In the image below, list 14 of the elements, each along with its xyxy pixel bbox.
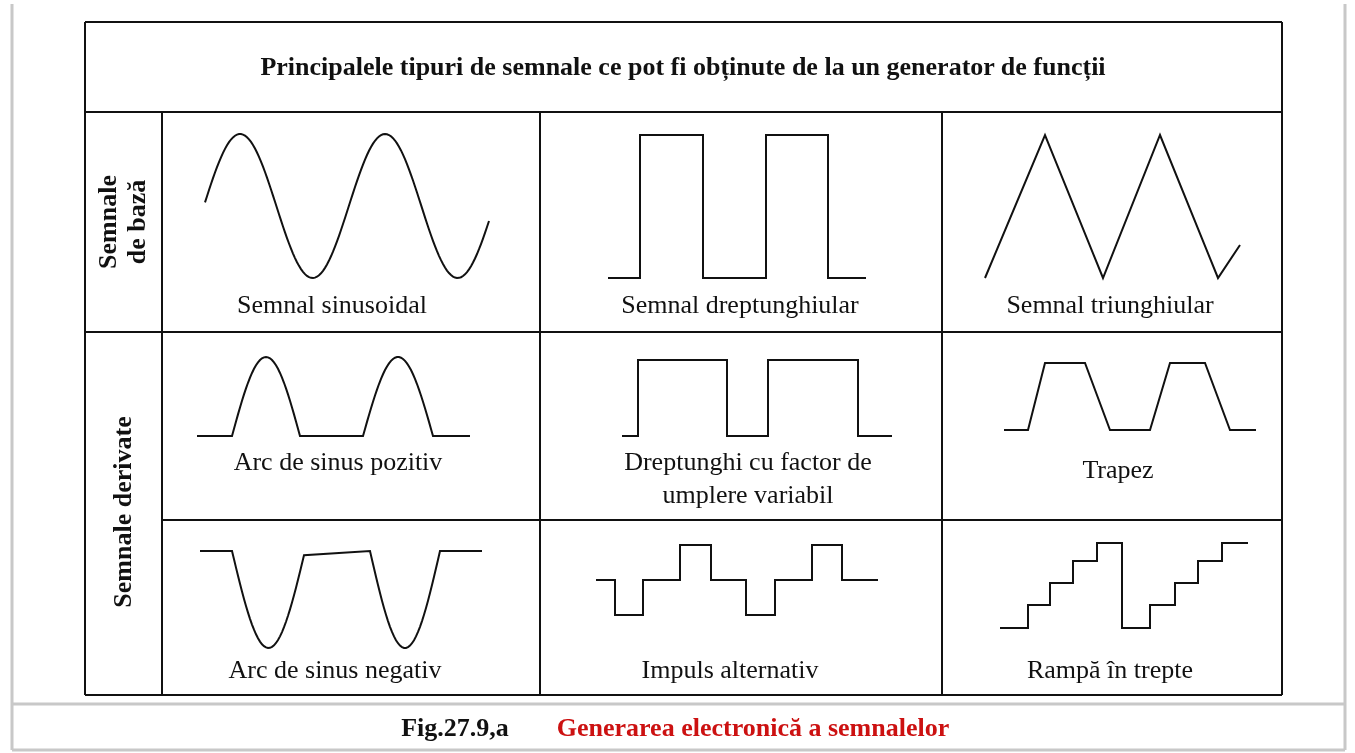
row-heading: Semnale de bază (94, 174, 152, 271)
signal-name: Dreptunghi cu factor de umplere variabil (623, 445, 873, 510)
figure-number: Fig.27.9,a (401, 711, 509, 744)
signal-name: Arc de sinus negativ (228, 653, 442, 686)
table-title: Principalele tipuri de semnale ce pot fi obținute de la un generator de funcții (260, 50, 1106, 83)
signal-name: Semnal sinusoidal (237, 288, 427, 321)
row-heading: Semnale derivate (106, 416, 138, 608)
figure-caption: Generarea electronică a semnalelor (556, 711, 950, 744)
signal-name: Impuls alternativ (641, 653, 819, 686)
signal-name: Semnal dreptunghiular (621, 288, 859, 321)
signal-name: Rampă în trepte (1026, 653, 1194, 686)
signal-name: Arc de sinus pozitiv (233, 445, 443, 478)
signal-name: Semnal triunghiular (1006, 288, 1214, 321)
signal-name: Trapez (1082, 453, 1154, 486)
